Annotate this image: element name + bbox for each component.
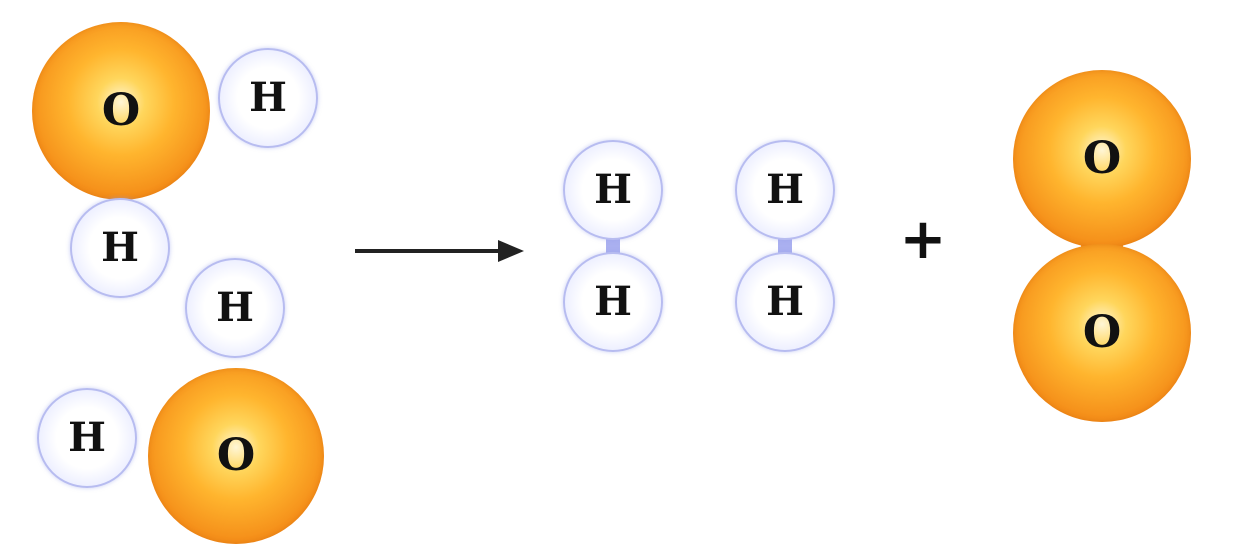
atom-label: H	[216, 284, 254, 331]
reaction-arrow-shaft	[355, 249, 505, 253]
product-oxygen-atom-bottom: O	[1013, 244, 1191, 422]
atom-label: H	[766, 278, 804, 325]
product-2-hydrogen-atom-top: H	[735, 140, 835, 240]
reactant-2-oxygen-atom: O	[148, 368, 324, 544]
atom-label: O	[216, 430, 256, 481]
atom-label: O	[1082, 307, 1122, 358]
reactant-2-hydrogen-atom: H	[185, 258, 285, 358]
product-1-hydrogen-atom-bottom: H	[563, 252, 663, 352]
atom-label: O	[101, 85, 141, 136]
atom-label: H	[594, 278, 632, 325]
plus-sign: +	[899, 207, 947, 272]
atom-label: H	[766, 166, 804, 213]
atom-label: H	[249, 74, 287, 121]
hydrogen-bond	[778, 235, 792, 257]
product-2-hydrogen-atom-bottom: H	[735, 252, 835, 352]
reactant-1-oxygen-atom: O	[32, 22, 210, 200]
hydrogen-bond	[606, 235, 620, 257]
reactant-1-hydrogen-atom: H	[70, 198, 170, 298]
reaction-arrow-head-icon	[498, 240, 524, 262]
product-1-hydrogen-atom-top: H	[563, 140, 663, 240]
product-oxygen-atom-top: O	[1013, 70, 1191, 248]
atom-label: O	[1082, 133, 1122, 184]
atom-label: H	[594, 166, 632, 213]
atom-label: H	[101, 224, 139, 271]
atom-label: H	[68, 414, 106, 461]
reactant-1-hydrogen-atom: H	[218, 48, 318, 148]
reactant-2-hydrogen-atom: H	[37, 388, 137, 488]
